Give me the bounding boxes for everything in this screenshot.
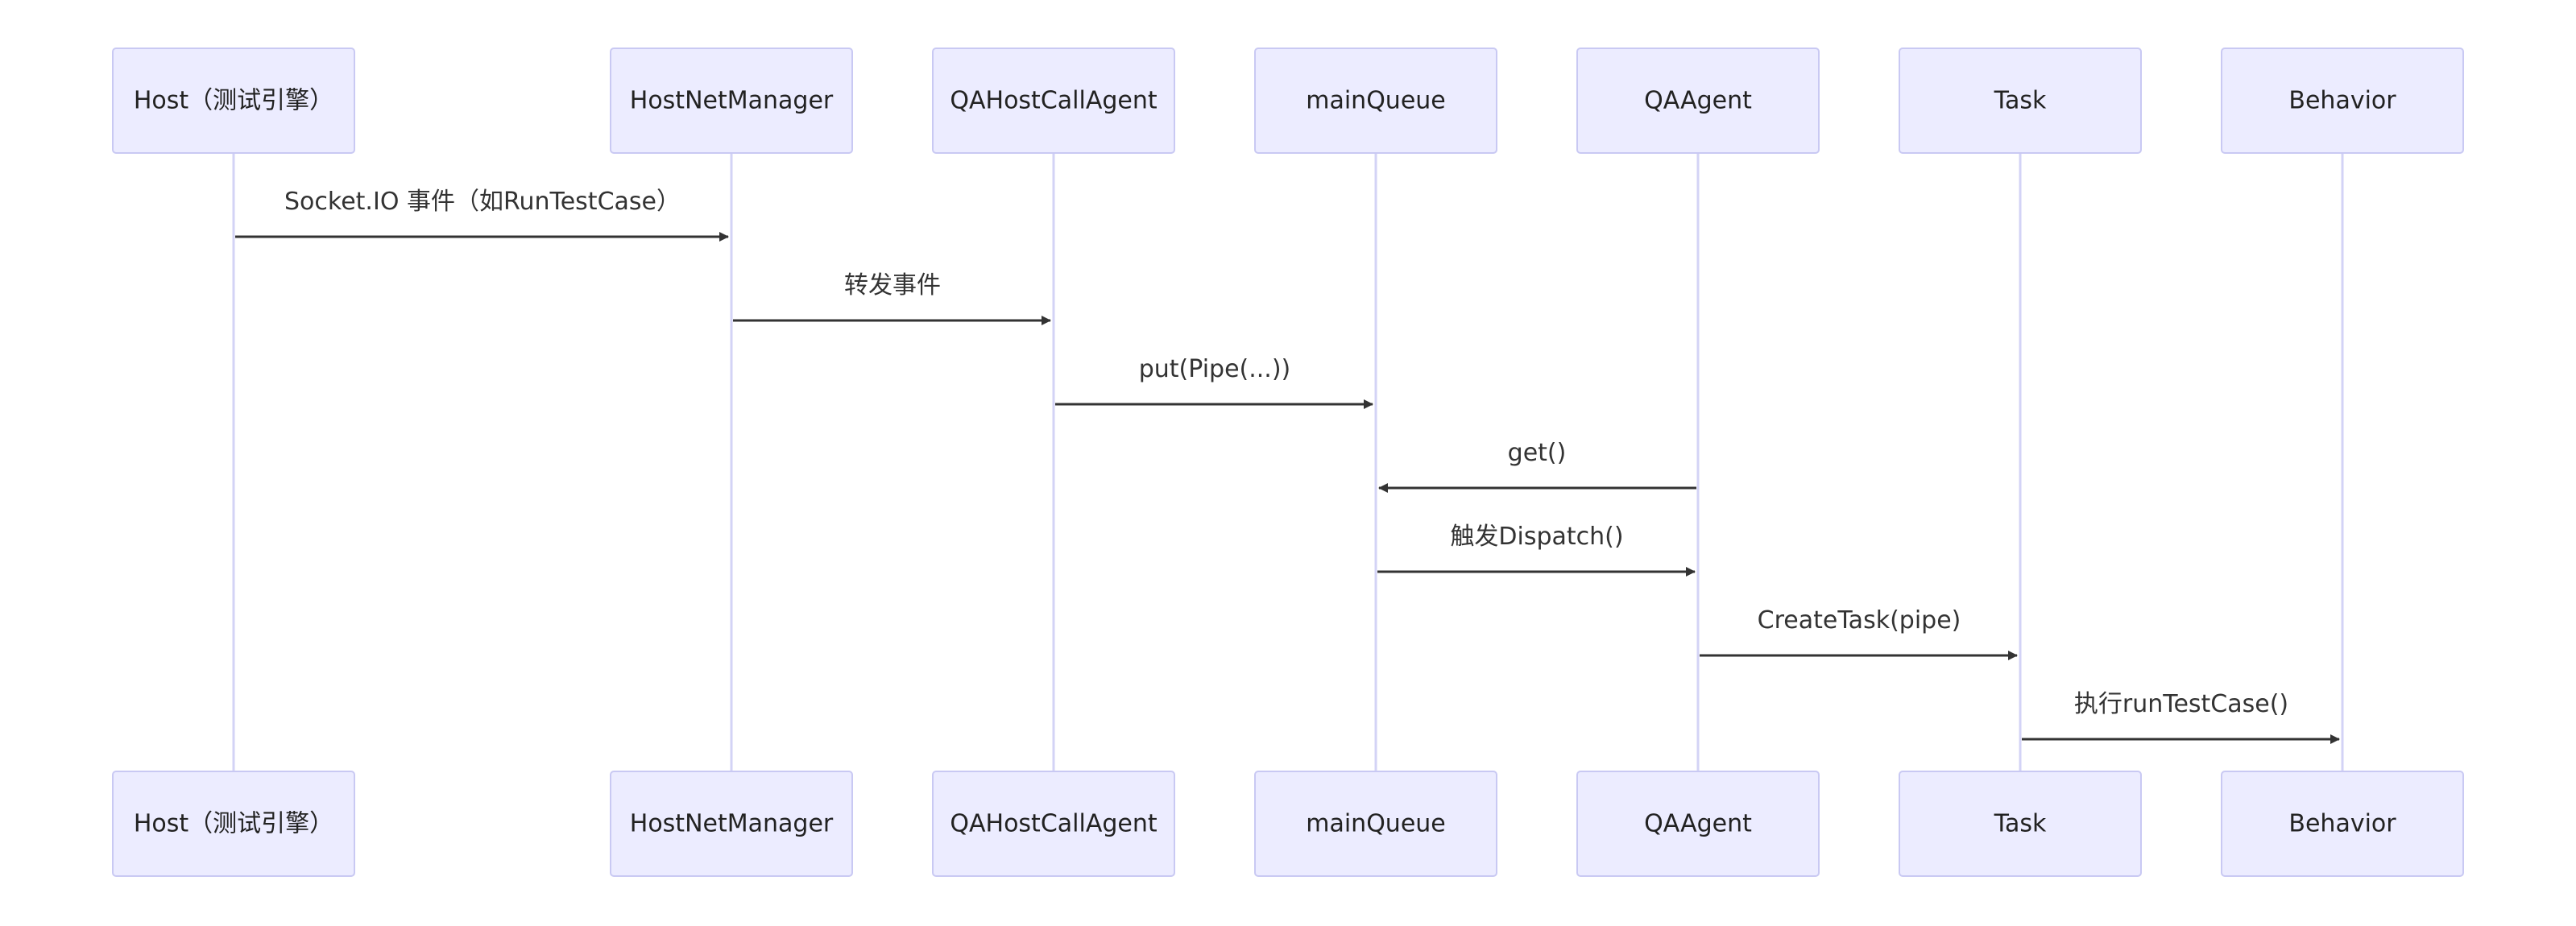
actor-label: Task [1994,87,2047,115]
actor-box [2221,48,2464,154]
actor-task-bottom: Task [1899,771,2142,877]
actor-label: mainQueue [1306,87,1446,115]
actor-box [610,771,853,877]
actor-label: QAAgent [1644,87,1752,115]
actor-label: Behavior [2288,810,2396,838]
message-label: 转发事件 [844,271,941,300]
message-label: get() [1508,439,1567,467]
actor-box [1899,771,2142,877]
message-5: 触发Dispatch() [1377,523,1696,577]
actor-qahostcall-bottom: QAHostCallAgent [932,771,1175,877]
actor-behavior-bottom: Behavior [2221,771,2464,877]
actor-qaagent-top: QAAgent [1576,48,1820,154]
actor-box [1576,771,1820,877]
message-label: 触发Dispatch() [1450,523,1623,551]
message-label: Socket.IO 事件（如RunTestCase） [284,188,681,216]
actor-qaagent-bottom: QAAgent [1576,771,1820,877]
actor-box [2221,771,2464,877]
message-label: CreateTask(pipe) [1758,606,1961,635]
actor-mainqueue-top: mainQueue [1254,48,1497,154]
message-label: 执行runTestCase() [2074,690,2288,718]
actor-hostnet-top: HostNetManager [610,48,853,154]
actor-box [932,771,1175,877]
message-7: 执行runTestCase() [2022,690,2340,744]
actor-label: Host（测试引擎） [134,810,333,838]
message-3: put(Pipe(...)) [1055,355,1373,409]
actor-box [112,48,355,154]
actor-box [112,771,355,877]
actor-host-top: Host（测试引擎） [112,48,355,154]
message-label: put(Pipe(...)) [1139,355,1291,383]
actor-box [1254,48,1497,154]
actor-box [610,48,853,154]
actor-box [1899,48,2142,154]
actor-label: HostNetManager [630,810,834,838]
actor-label: HostNetManager [630,87,834,115]
actor-label: QAHostCallAgent [950,810,1157,838]
actor-label: Task [1994,810,2047,838]
actor-label: QAHostCallAgent [950,87,1157,115]
actor-host-bottom: Host（测试引擎） [112,771,355,877]
message-2: 转发事件 [733,271,1051,325]
actor-mainqueue-bottom: mainQueue [1254,771,1497,877]
actor-label: Host（测试引擎） [134,87,333,115]
actor-box [1254,771,1497,877]
actor-behavior-top: Behavior [2221,48,2464,154]
message-6: CreateTask(pipe) [1700,606,2018,660]
actor-hostnet-bottom: HostNetManager [610,771,853,877]
actor-box [932,48,1175,154]
actor-label: QAAgent [1644,810,1752,838]
actor-box [1576,48,1820,154]
actor-qahostcall-top: QAHostCallAgent [932,48,1175,154]
actor-task-top: Task [1899,48,2142,154]
message-1: Socket.IO 事件（如RunTestCase） [235,188,729,242]
actor-label: Behavior [2288,87,2396,115]
actor-label: mainQueue [1306,810,1446,838]
message-4: get() [1378,439,1696,493]
